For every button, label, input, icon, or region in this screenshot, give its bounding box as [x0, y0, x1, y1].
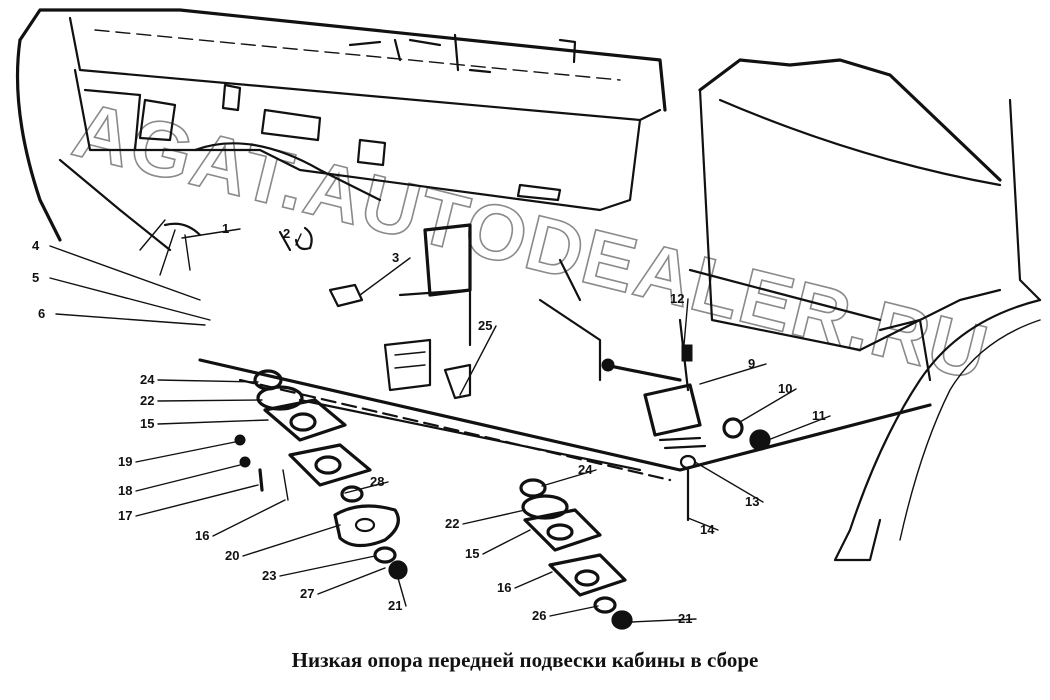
callout-label-18: 18	[118, 483, 132, 498]
callout-label-25: 25	[478, 318, 492, 333]
callout-label-14: 14	[700, 522, 715, 537]
diagram-svg: AGAT.AUTODEALER.RU	[15, 8, 1042, 630]
callout-leader-23	[279, 555, 376, 577]
callout-label-20: 20	[225, 548, 239, 563]
callout-leader-4	[49, 245, 201, 301]
callout-leader-20	[242, 524, 341, 557]
callout-label-24: 24	[578, 462, 593, 477]
callout-leader-26	[549, 605, 599, 617]
callout-label-26: 26	[532, 608, 546, 623]
callout-leader-19	[135, 441, 236, 463]
callout-leader-11	[767, 415, 831, 441]
callout-label-1: 1	[222, 221, 229, 236]
callout-label-15: 15	[140, 416, 154, 431]
cab-door-frame	[688, 58, 1042, 562]
callout-label-28: 28	[370, 474, 384, 489]
callout-label-5: 5	[32, 270, 39, 285]
callout-leader-13	[694, 461, 764, 503]
callout-leader-22	[157, 399, 263, 402]
diagram-caption: Низкая опора передней подвески кабины в …	[291, 648, 759, 672]
callout-label-3: 3	[392, 250, 399, 265]
callout-leader-1	[181, 228, 241, 239]
callout-leader-10	[739, 388, 797, 423]
callout-leader-5	[49, 277, 211, 321]
callout-label-19: 19	[118, 454, 132, 469]
exploded-assembly-diagram: AGAT.AUTODEALER.RU	[15, 8, 1042, 630]
callout-label-4: 4	[32, 238, 40, 253]
callout-label-23: 23	[262, 568, 276, 583]
callout-leader-25	[459, 325, 497, 396]
callout-label-22: 22	[140, 393, 154, 408]
callout-leader-28	[344, 481, 389, 494]
callout-label-21: 21	[678, 611, 692, 626]
callout-leader-6	[55, 313, 206, 326]
callout-label-9: 9	[748, 356, 755, 371]
cab-floor-frame	[198, 258, 932, 482]
callout-label-27: 27	[300, 586, 314, 601]
callout-label-6: 6	[38, 306, 45, 321]
callout-label-11: 11	[812, 408, 826, 423]
small-brackets-1-2-3	[163, 222, 364, 308]
callout-leader-15	[482, 529, 531, 555]
callout-leader-9	[699, 363, 767, 385]
bracket-25	[383, 223, 472, 400]
callout-label-22: 22	[445, 516, 459, 531]
callout-leader-17	[135, 484, 259, 517]
callout-label-21: 21	[388, 598, 402, 613]
callout-leader-21	[397, 577, 407, 607]
callout-label-12: 12	[670, 291, 684, 306]
callout-leader-24	[541, 469, 597, 487]
callout-label-2: 2	[283, 226, 290, 241]
callout-leader-24	[157, 379, 259, 383]
callout-label-16: 16	[195, 528, 209, 543]
left-mount-stack	[234, 369, 408, 580]
callout-leader-3	[359, 257, 411, 296]
callout-leader-15	[157, 419, 269, 425]
callout-label-10: 10	[778, 381, 792, 396]
callout-leader-16	[514, 571, 553, 589]
callout-leader-21	[631, 618, 697, 623]
callout-label-15: 15	[465, 546, 479, 561]
callout-leader-2	[295, 233, 302, 246]
callout-leader-27	[317, 567, 386, 595]
callout-leader-12	[683, 298, 689, 346]
callout-leader-22	[462, 509, 526, 525]
right-mount-stack	[519, 478, 633, 630]
callout-label-13: 13	[745, 494, 759, 509]
cab-front-panel	[15, 8, 667, 276]
callout-label-24: 24	[140, 372, 155, 387]
callout-leader-16	[212, 499, 286, 537]
callout-leader-14	[687, 517, 719, 531]
callout-label-17: 17	[118, 508, 132, 523]
callout-label-16: 16	[497, 580, 511, 595]
callout-leader-18	[135, 464, 241, 492]
